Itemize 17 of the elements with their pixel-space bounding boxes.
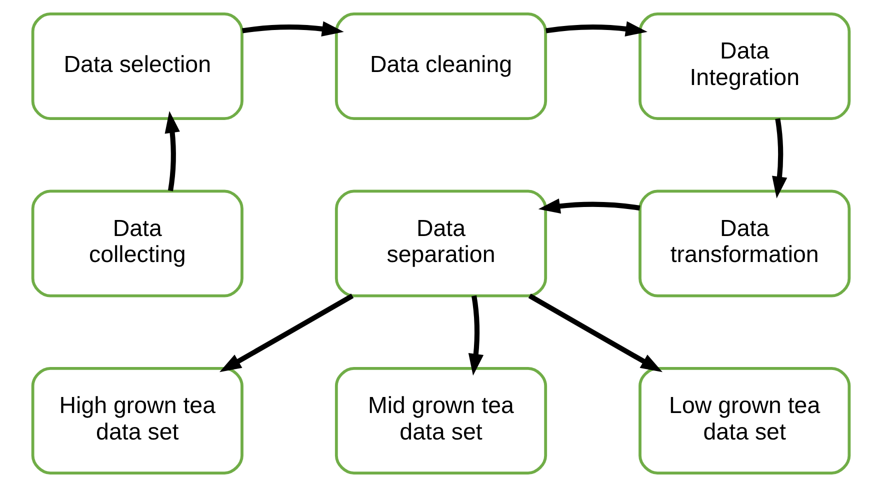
arrow	[546, 21, 648, 36]
arrow	[528, 294, 663, 372]
node-box: Data selection	[31, 12, 244, 120]
node-box: Low grown tea data set	[638, 366, 851, 474]
arrow	[242, 21, 344, 36]
node-box: Data separation	[334, 190, 548, 298]
node-box: Data cleaning	[334, 12, 548, 120]
arrow	[219, 294, 354, 372]
node-box: Mid grown tea data set	[334, 366, 548, 474]
arrow	[164, 110, 180, 192]
node-box: Data Integration	[638, 12, 851, 120]
node-box: Data transformation	[638, 190, 851, 298]
node-box: Data collecting	[31, 190, 244, 298]
arrow	[468, 295, 484, 376]
arrow	[772, 118, 788, 198]
arrow	[538, 198, 640, 214]
node-box: High grown tea data set	[31, 366, 244, 474]
